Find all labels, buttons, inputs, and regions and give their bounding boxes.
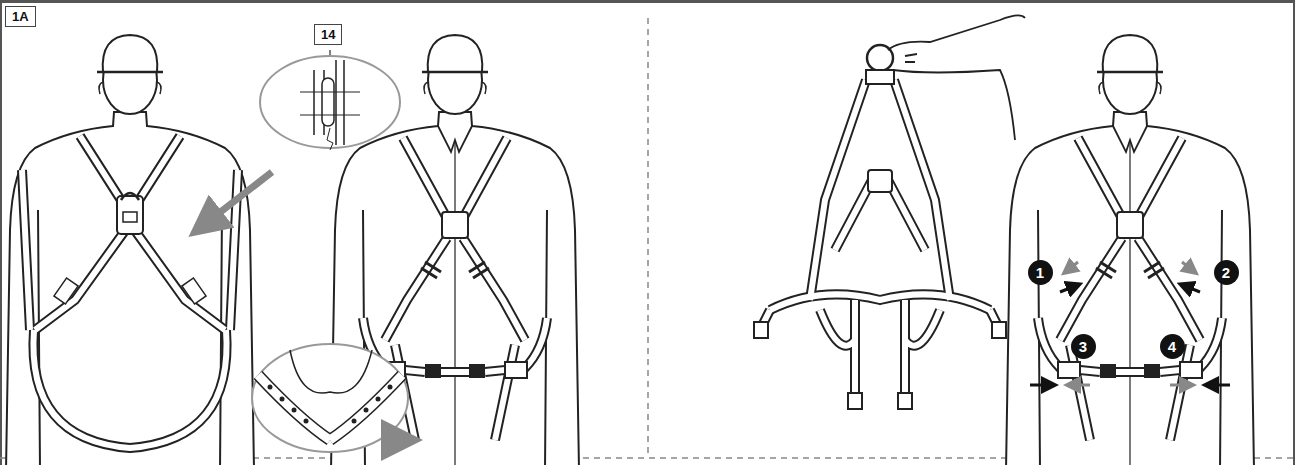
label-text: 14 <box>321 27 335 42</box>
callout-text: 3 <box>1079 338 1087 355</box>
callout-number: 2 <box>1214 260 1239 285</box>
callout-number: 4 <box>1160 334 1185 359</box>
figure-label-box: 1A <box>5 6 36 27</box>
callout-text: 2 <box>1222 264 1230 281</box>
callout-text: 4 <box>1168 338 1176 355</box>
callout-number: 1 <box>1028 260 1053 285</box>
figure-label-box: 14 <box>314 24 342 45</box>
callout-text: 1 <box>1036 264 1044 281</box>
label-text: 1A <box>12 9 29 24</box>
callout-number: 3 <box>1071 334 1096 359</box>
